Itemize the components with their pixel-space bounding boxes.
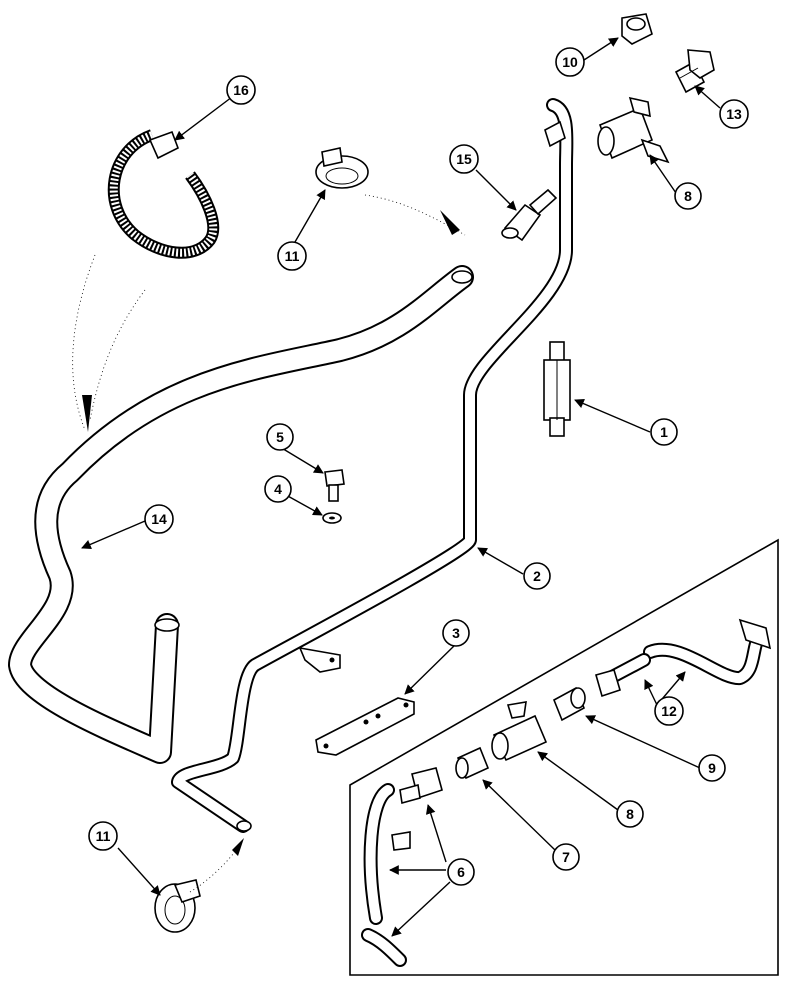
callout-5: 5 bbox=[266, 423, 294, 451]
svg-text:11: 11 bbox=[96, 828, 111, 844]
svg-text:10: 10 bbox=[562, 54, 578, 70]
motion-arcs bbox=[72, 194, 466, 893]
svg-text:4: 4 bbox=[274, 481, 282, 497]
svg-text:1: 1 bbox=[660, 424, 668, 440]
part-6-hose-fittings bbox=[361, 767, 443, 967]
svg-text:11: 11 bbox=[285, 248, 300, 264]
part-12-hose-pipe bbox=[595, 618, 772, 698]
callout-9: 9 bbox=[698, 754, 726, 782]
part-2-pipe bbox=[171, 98, 574, 833]
part-13-elbow bbox=[674, 49, 715, 94]
part-11-clamp-bottom bbox=[154, 879, 201, 933]
callout-11-bottom: 11 bbox=[88, 821, 118, 851]
leader-lines bbox=[81, 37, 721, 937]
svg-text:14: 14 bbox=[151, 511, 167, 527]
svg-text:12: 12 bbox=[661, 703, 677, 719]
part-9-fitting bbox=[552, 686, 586, 722]
callout-4: 4 bbox=[264, 475, 292, 503]
callout-16: 16 bbox=[226, 75, 256, 105]
part-10-nut bbox=[621, 13, 653, 45]
svg-text:16: 16 bbox=[233, 82, 249, 98]
part-4-washer bbox=[322, 512, 342, 524]
callout-14: 14 bbox=[144, 504, 174, 534]
part-1-filter bbox=[543, 341, 571, 437]
callout-8-inset: 8 bbox=[616, 800, 644, 828]
callout-3: 3 bbox=[442, 619, 470, 647]
part-16-cable-tie bbox=[107, 129, 220, 259]
svg-text:3: 3 bbox=[452, 625, 460, 641]
spray-marks bbox=[82, 210, 460, 856]
svg-text:9: 9 bbox=[708, 760, 716, 776]
part-3-bracket bbox=[315, 697, 415, 756]
callout-1: 1 bbox=[650, 418, 678, 446]
part-14-hose bbox=[8, 265, 474, 764]
part-8-valve-inset bbox=[491, 701, 548, 762]
svg-text:15: 15 bbox=[456, 151, 472, 167]
svg-text:8: 8 bbox=[626, 806, 634, 822]
part-5-bolt bbox=[324, 469, 345, 502]
callout-8-top: 8 bbox=[674, 182, 702, 210]
svg-text:5: 5 bbox=[276, 429, 284, 445]
callout-7: 7 bbox=[552, 843, 580, 871]
part-11-clamp-top bbox=[315, 147, 369, 189]
callout-2: 2 bbox=[523, 562, 551, 590]
inset-frame bbox=[349, 538, 779, 976]
svg-text:6: 6 bbox=[457, 864, 465, 880]
part-7-fitting bbox=[455, 746, 490, 780]
svg-text:13: 13 bbox=[726, 106, 742, 122]
part-15-connector bbox=[501, 188, 558, 242]
part-8-valve-top bbox=[597, 96, 670, 164]
callout-6: 6 bbox=[447, 858, 475, 886]
callout-15: 15 bbox=[449, 144, 479, 174]
svg-text:7: 7 bbox=[562, 849, 570, 865]
callout-11-top: 11 bbox=[277, 241, 307, 271]
callout-13: 13 bbox=[719, 99, 749, 129]
callout-10: 10 bbox=[555, 47, 585, 77]
svg-text:8: 8 bbox=[684, 188, 692, 204]
svg-text:2: 2 bbox=[533, 568, 541, 584]
callout-12: 12 bbox=[654, 696, 684, 726]
